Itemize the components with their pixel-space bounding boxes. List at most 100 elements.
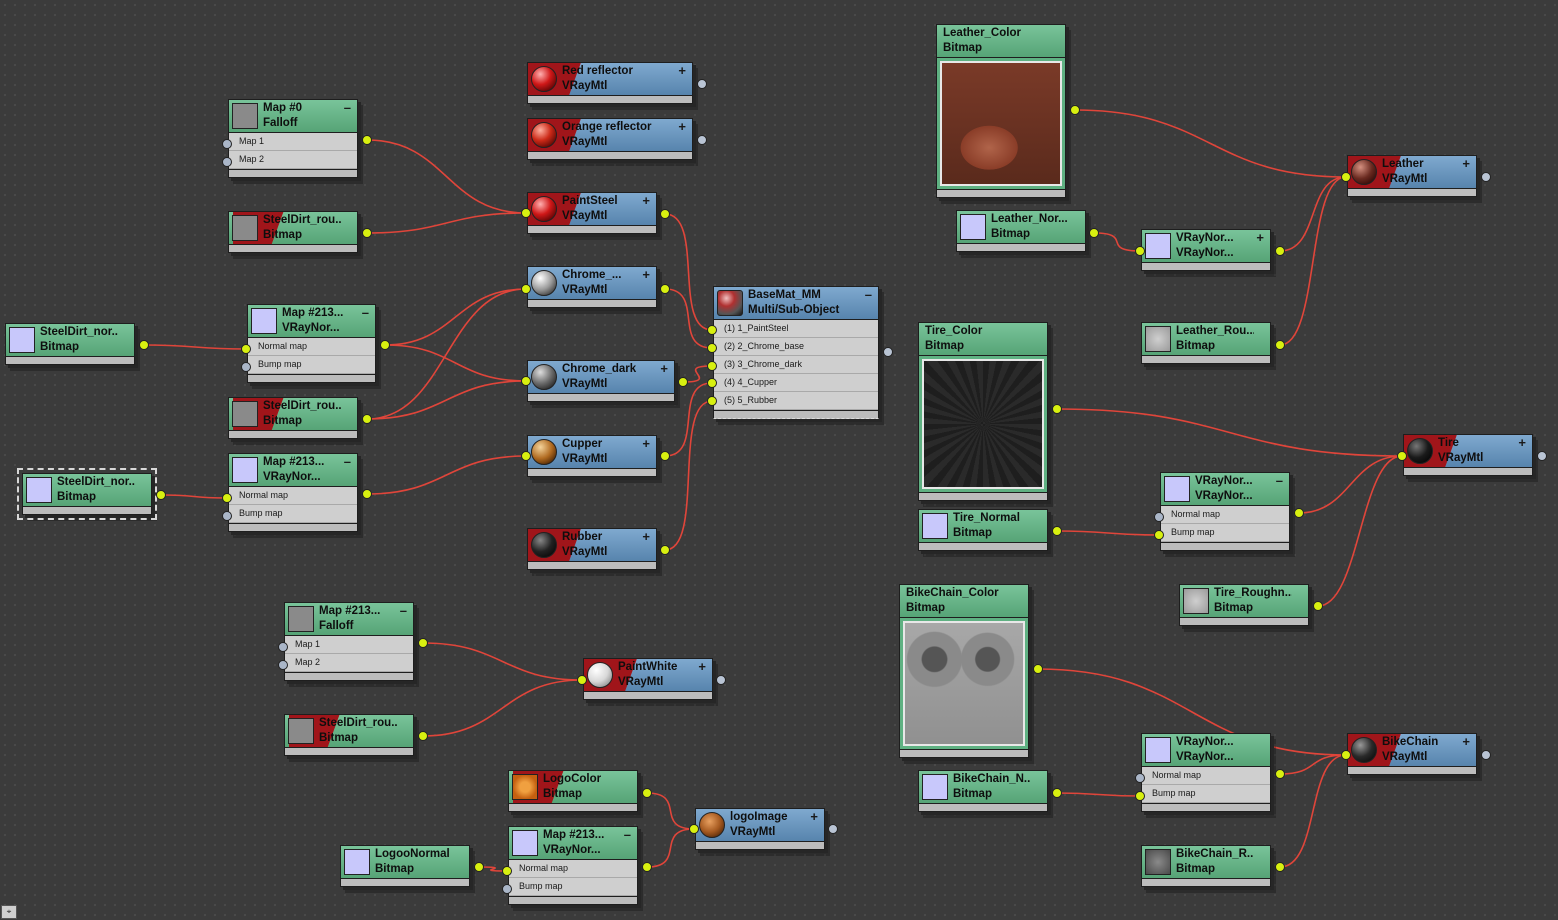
node-logoimage[interactable]: logoImage VRayMtl + (695, 808, 825, 850)
input-port[interactable] (222, 157, 232, 167)
input-port[interactable] (278, 660, 288, 670)
node-chainrough[interactable]: BikeChain_R... Bitmap (1141, 845, 1271, 887)
slot[interactable]: (5) 5_Rubber (714, 392, 878, 410)
node-bikechain[interactable]: BikeChain VRayMtl + (1347, 733, 1477, 775)
slot[interactable]: Bump map (1161, 524, 1289, 542)
output-port[interactable] (1313, 601, 1323, 611)
node-logocolor[interactable]: LogoColor Bitmap (508, 770, 638, 812)
output-port[interactable] (1070, 105, 1080, 115)
input-port[interactable] (521, 284, 531, 294)
output-port[interactable] (418, 638, 428, 648)
slot[interactable]: (1) 1_PaintSteel (714, 320, 878, 338)
output-port[interactable] (660, 209, 670, 219)
output-port[interactable] (697, 79, 707, 89)
expand-icon[interactable]: + (642, 193, 650, 208)
output-port[interactable] (642, 862, 652, 872)
node-chromedark[interactable]: Chrome_dark VRayMtl + (527, 360, 675, 402)
input-port[interactable] (521, 451, 531, 461)
output-port[interactable] (418, 731, 428, 741)
node-leathercolor[interactable]: Leather_Color Bitmap (936, 24, 1066, 198)
expand-icon[interactable]: + (678, 119, 686, 134)
node-chromebase[interactable]: Chrome_... VRayMtl + (527, 266, 657, 308)
expand-icon[interactable]: + (642, 529, 650, 544)
node-sdr3[interactable]: SteelDirt_rou... Bitmap (284, 714, 414, 756)
node-sdr2[interactable]: SteelDirt_rou... Bitmap (228, 397, 358, 439)
node-leatherrou[interactable]: Leather_Rou... Bitmap (1141, 322, 1271, 364)
input-port[interactable] (1341, 172, 1351, 182)
collapse-icon[interactable]: – (864, 287, 872, 302)
output-port[interactable] (883, 347, 893, 357)
output-port[interactable] (1481, 172, 1491, 182)
node-sdr1[interactable]: SteelDirt_rou... Bitmap (228, 211, 358, 253)
output-port[interactable] (139, 340, 149, 350)
expand-icon[interactable]: + (642, 267, 650, 282)
input-port[interactable] (577, 675, 587, 685)
input-port[interactable] (1135, 773, 1145, 783)
output-port[interactable] (1033, 664, 1043, 674)
slot[interactable]: (4) 4_Cupper (714, 374, 878, 392)
slot[interactable]: (3) 3_Chrome_dark (714, 356, 878, 374)
expand-icon[interactable]: + (810, 809, 818, 824)
collapse-icon[interactable]: – (399, 603, 407, 618)
collapse-icon[interactable]: – (1275, 473, 1283, 488)
expand-icon[interactable]: + (678, 63, 686, 78)
input-port[interactable] (707, 361, 717, 371)
output-port[interactable] (1275, 246, 1285, 256)
node-sdn2[interactable]: SteelDirt_nor... Bitmap (17, 468, 157, 520)
slot[interactable]: Normal map (1161, 506, 1289, 524)
node-cupper[interactable]: Cupper VRayMtl + (527, 435, 657, 477)
collapse-icon[interactable]: – (343, 454, 351, 469)
node-tirecolor[interactable]: Tire_Color Bitmap (918, 322, 1048, 501)
input-port[interactable] (707, 396, 717, 406)
slot[interactable]: Normal map (229, 487, 357, 505)
input-port[interactable] (521, 208, 531, 218)
expand-icon[interactable]: + (1256, 230, 1264, 245)
slot[interactable]: Bump map (248, 356, 375, 374)
collapse-icon[interactable]: – (361, 305, 369, 320)
slot[interactable]: Map 2 (285, 654, 413, 672)
slot[interactable]: Bump map (229, 505, 357, 523)
output-port[interactable] (678, 377, 688, 387)
output-port[interactable] (1294, 508, 1304, 518)
output-port[interactable] (1052, 788, 1062, 798)
expand-icon[interactable]: + (1518, 435, 1526, 450)
slot[interactable]: Normal map (509, 860, 637, 878)
output-port[interactable] (1275, 769, 1285, 779)
slot[interactable]: Map 1 (229, 133, 357, 151)
input-port[interactable] (707, 343, 717, 353)
input-port[interactable] (1135, 791, 1145, 801)
input-port[interactable] (1397, 451, 1407, 461)
node-tire[interactable]: Tire VRayMtl + (1403, 434, 1533, 476)
node-redref[interactable]: Red reflector VRayMtl + (527, 62, 693, 104)
input-port[interactable] (241, 362, 251, 372)
output-port[interactable] (660, 284, 670, 294)
input-port[interactable] (1135, 246, 1145, 256)
input-port[interactable] (241, 344, 251, 354)
expand-icon[interactable]: + (698, 659, 706, 674)
input-port[interactable] (222, 139, 232, 149)
slot[interactable]: Map 2 (229, 151, 357, 169)
input-port[interactable] (689, 824, 699, 834)
input-port[interactable] (707, 325, 717, 335)
node-rubber[interactable]: Rubber VRayMtl + (527, 528, 657, 570)
output-port[interactable] (1275, 340, 1285, 350)
slot[interactable]: Map 1 (285, 636, 413, 654)
slot[interactable]: Normal map (1142, 767, 1270, 785)
node-logonormal[interactable]: LogooNormal Bitmap (340, 845, 470, 887)
node-leathernor[interactable]: Leather_Nor... Bitmap (956, 210, 1086, 252)
output-port[interactable] (660, 545, 670, 555)
output-port[interactable] (1481, 750, 1491, 760)
output-port[interactable] (474, 862, 484, 872)
input-port[interactable] (502, 866, 512, 876)
collapse-icon[interactable]: – (343, 100, 351, 115)
output-port[interactable] (156, 490, 166, 500)
collapse-icon[interactable]: – (623, 827, 631, 842)
node-leather[interactable]: Leather VRayMtl + (1347, 155, 1477, 197)
output-port[interactable] (828, 824, 838, 834)
